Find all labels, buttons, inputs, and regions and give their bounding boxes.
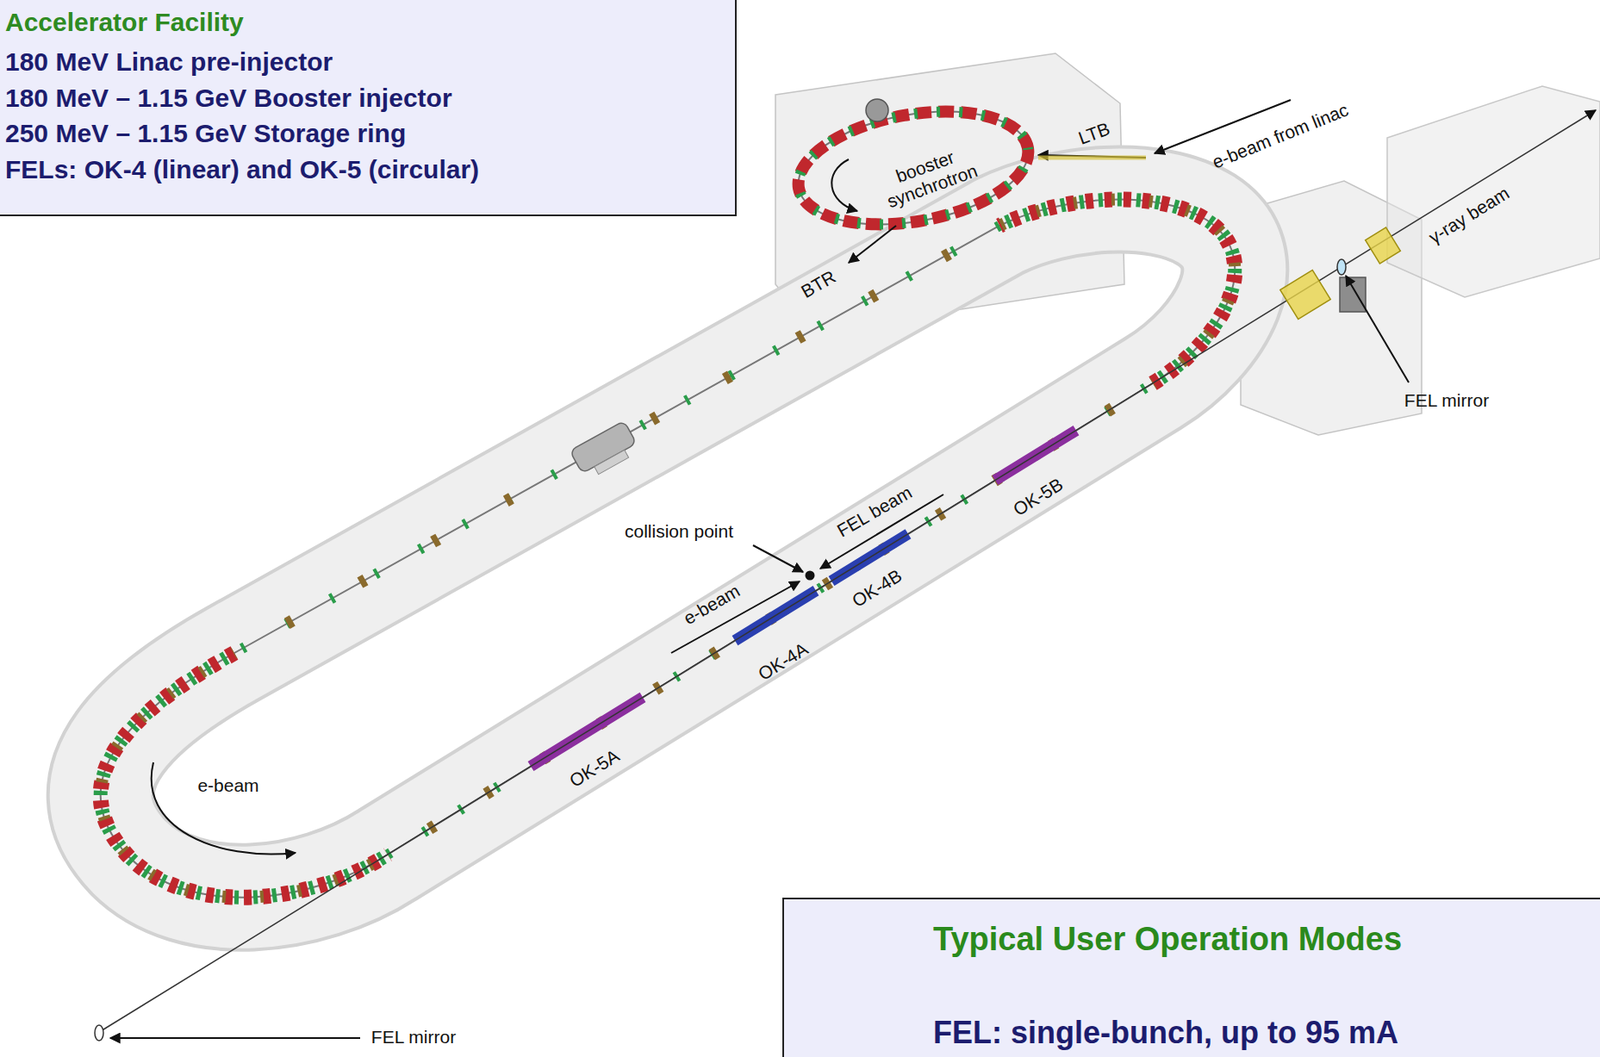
info-panel: Accelerator Facility180 MeV Linac pre-in… xyxy=(0,0,737,217)
beam-label: e-beam from linac xyxy=(1209,99,1352,173)
quadrupole-magnets xyxy=(100,653,388,898)
beam-label: FEL beam xyxy=(833,482,916,542)
panel-text: FEL: single-bunch, up to 95 mA xyxy=(933,1013,1591,1053)
dipole-magnets xyxy=(100,653,388,898)
tunnel-floor xyxy=(100,199,1236,897)
gamma-beam-line xyxy=(96,110,1596,1034)
leader-line xyxy=(1345,275,1409,383)
beamline-hardware xyxy=(1365,227,1401,264)
panel-heading: Accelerator Facility xyxy=(5,5,722,40)
beam-label: e-beam xyxy=(679,580,744,629)
dipole-magnets xyxy=(999,199,1235,384)
ltb-arrow xyxy=(1038,155,1146,158)
beam-label: γ-ray beam xyxy=(1425,182,1513,248)
component-label: FEL mirror xyxy=(371,1027,456,1048)
beam-pipe xyxy=(100,199,1236,897)
direction-arrow xyxy=(151,762,296,855)
shielding-wall xyxy=(100,199,1236,897)
component-label: FEL mirror xyxy=(1404,390,1489,411)
panel-text: 180 MeV Linac pre-injector xyxy=(5,43,722,81)
sextupole-magnets xyxy=(100,653,388,898)
booster-rf-cavity xyxy=(865,99,889,122)
callout-label: collision point xyxy=(624,521,734,542)
fel-mirror xyxy=(1337,259,1346,275)
direction-arrow xyxy=(831,159,858,212)
sextupole-magnets xyxy=(234,225,1000,654)
undulator-label: OK-5A xyxy=(566,745,623,791)
panel-text: FELs: OK-4 (linear) and OK-5 (circular) xyxy=(5,151,722,188)
panel-text: 180 MeV – 1.15 GeV Booster injector xyxy=(5,80,722,117)
component-label: booster synchrotron xyxy=(869,137,990,216)
quadrupole-magnets xyxy=(999,199,1235,384)
sextupole-magnets xyxy=(999,199,1235,384)
gamma-hutch xyxy=(1387,86,1600,298)
panel-heading: Typical User Operation Modes xyxy=(933,918,1591,960)
rf-cavity xyxy=(569,420,641,481)
booster-quadrupoles xyxy=(789,94,1037,241)
leader-line xyxy=(753,545,804,573)
undulator-label: OK-5B xyxy=(1009,473,1067,520)
mirror-chamber xyxy=(1339,277,1366,312)
quadrupole-magnets xyxy=(234,225,1000,654)
btr-arrow xyxy=(848,225,897,263)
info-panel: Typical User Operation ModesFEL: single-… xyxy=(782,897,1600,1057)
ltb-line xyxy=(1038,155,1146,161)
beamline-label: BTR xyxy=(797,266,840,303)
leader-line xyxy=(110,1037,361,1040)
beamline-hardware xyxy=(1280,269,1331,319)
beam-label: e-beam xyxy=(197,775,259,797)
collision-dot xyxy=(805,571,816,581)
fel-mirror xyxy=(94,1025,104,1041)
undulator-label: OK-4A xyxy=(754,638,812,685)
undulator-label: OK-4B xyxy=(848,565,906,611)
booster-pipe xyxy=(789,94,1037,241)
beamline-label: LTB xyxy=(1076,118,1114,149)
booster-magnets xyxy=(789,94,1037,241)
panel-text: 250 MeV – 1.15 GeV Storage ring xyxy=(5,115,722,152)
